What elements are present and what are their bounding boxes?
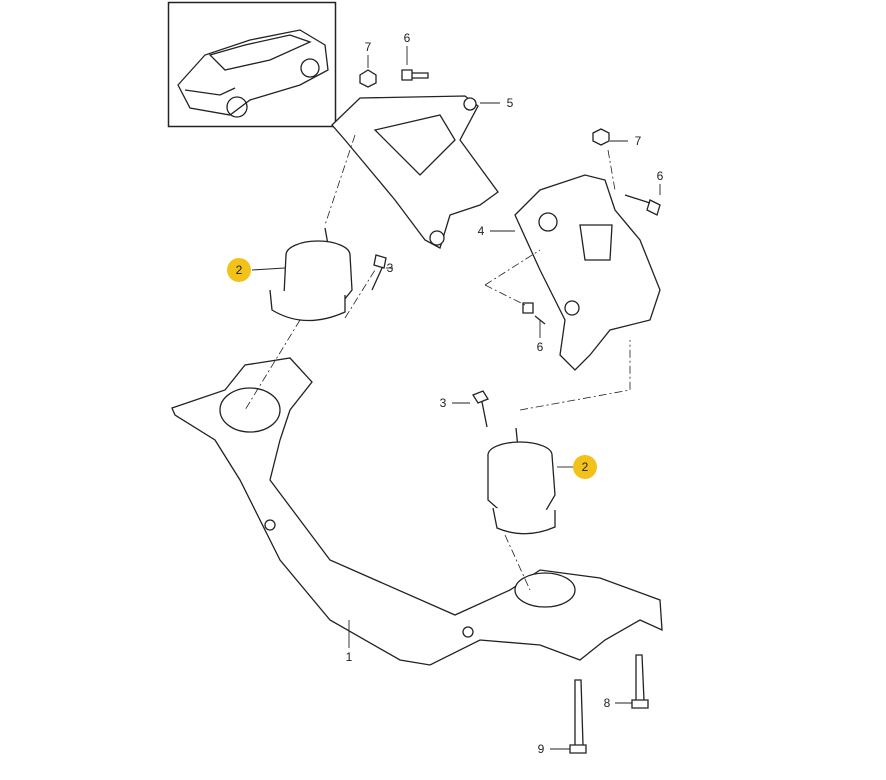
leader-lines bbox=[251, 46, 661, 750]
callout-part-6-right[interactable]: 6 bbox=[656, 169, 664, 183]
engine-bracket-5 bbox=[331, 95, 499, 249]
subframe-1 bbox=[171, 357, 663, 666]
engine-mount-right bbox=[487, 427, 556, 535]
callout-part-3-right[interactable]: 3 bbox=[439, 396, 447, 410]
engine-mount-left bbox=[269, 227, 353, 322]
callout-part-2-left-highlighted[interactable]: 2 bbox=[227, 258, 251, 282]
callout-part-9[interactable]: 9 bbox=[537, 742, 545, 756]
bolts bbox=[359, 69, 661, 754]
callout-part-8[interactable]: 8 bbox=[603, 696, 611, 710]
engine-bracket-4 bbox=[514, 174, 661, 371]
vehicle-inset bbox=[167, 1, 337, 128]
callout-part-6-top[interactable]: 6 bbox=[403, 31, 411, 45]
dash-dot-guides bbox=[244, 134, 631, 591]
callout-part-1[interactable]: 1 bbox=[345, 650, 353, 664]
callout-part-7-right[interactable]: 7 bbox=[634, 134, 642, 148]
callout-part-7-top[interactable]: 7 bbox=[364, 40, 372, 54]
callout-part-4[interactable]: 4 bbox=[477, 224, 485, 238]
callout-part-2-right-highlighted[interactable]: 2 bbox=[573, 455, 597, 479]
callout-part-6-lower[interactable]: 6 bbox=[536, 340, 544, 354]
callout-part-3-left[interactable]: 3 bbox=[386, 261, 394, 275]
callout-part-5[interactable]: 5 bbox=[506, 96, 514, 110]
